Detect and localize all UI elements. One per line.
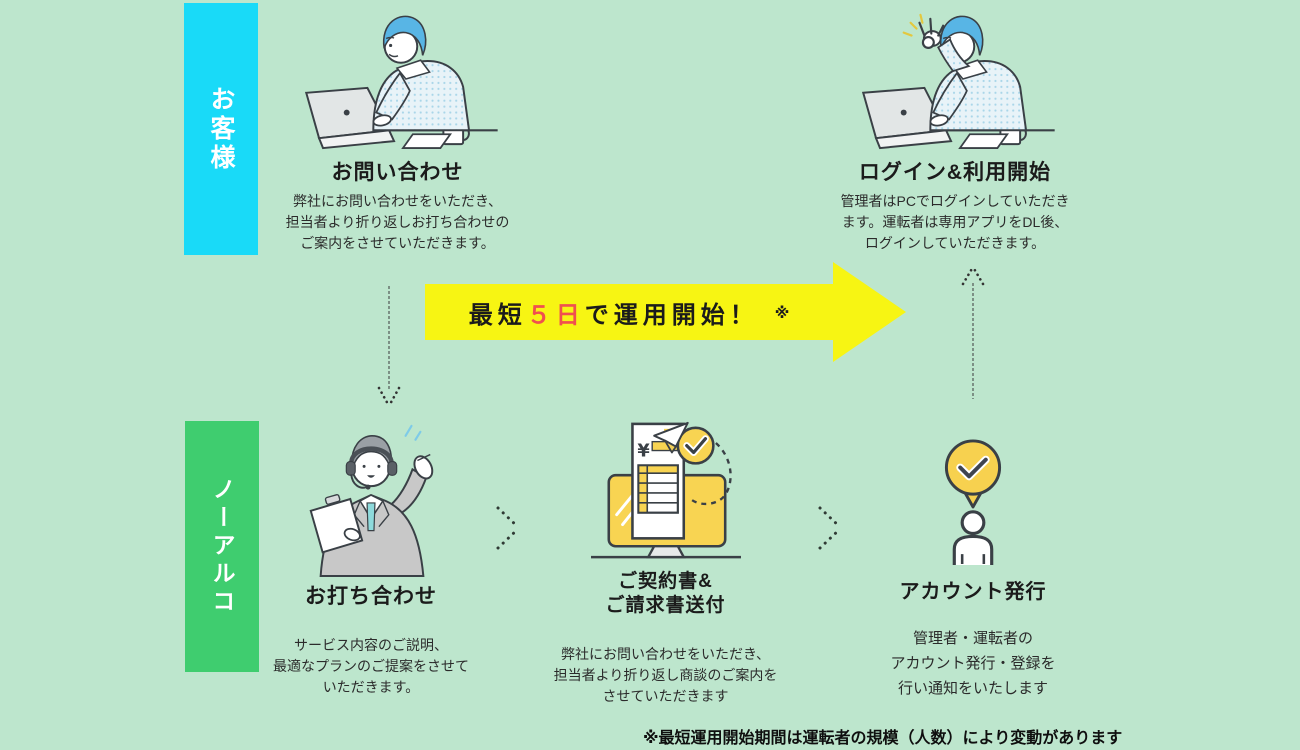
lane-noalco-label: ノーアルコ — [209, 476, 235, 617]
support-agent-illustration — [309, 424, 433, 578]
step-meeting: お打ち合わせ サービス内容のご説明、 最適なプランのご提案をさせて いただきます… — [250, 420, 492, 698]
meeting-description: サービス内容のご説明、 最適なプランのご提案をさせて いただきます。 — [273, 635, 469, 698]
meeting-title: お打ち合わせ — [305, 585, 437, 608]
inquiry-description: 弊社にお問い合わせをいただき、 担当者より折り返しお打ち合わせの ご案内をさせて… — [286, 191, 510, 254]
login-title: ログイン&利用開始 — [858, 161, 1052, 184]
contract-invoice-illustration: ¥ — [590, 421, 741, 559]
flow-arrow-down-icon — [377, 286, 401, 408]
account-desc-line: 管理者・運転者の — [912, 630, 1033, 647]
lane-customer: お客様 — [184, 3, 258, 255]
meeting-desc-line: 最適なプランのご提案をさせて — [273, 658, 469, 675]
step-contract: ¥ ご契約書& ご請求書送付 弊社にお問い合わせをいただき、 担当者より折り返し… — [543, 416, 788, 707]
contract-description: 弊社にお問い合わせをいただき、 担当者より折り返し商談のご案内を させていただき… — [554, 644, 778, 707]
inquiry-title: お問い合わせ — [331, 161, 464, 184]
person-ok-sign-illustration — [861, 13, 1055, 150]
banner-suffix: で運用開始！ — [584, 302, 759, 329]
contract-desc-line: させていただきます — [602, 688, 729, 704]
login-desc-line: 管理者はPCでログインしていただき — [840, 193, 1070, 210]
banner-prefix: 最短 — [468, 302, 527, 329]
step-inquiry: お問い合わせ 弊社にお問い合わせをいただき、 担当者より折り返しお打ち合わせの … — [270, 4, 525, 254]
contract-desc-line: 弊社にお問い合わせをいただき、 — [560, 646, 770, 662]
inquiry-desc-line: 弊社にお問い合わせをいただき、 — [292, 193, 502, 210]
contract-desc-line: 担当者より折り返し商談のご案内を — [553, 667, 778, 683]
step-login: ログイン&利用開始 管理者はPCでログインしていただき ます。運転者は専用アプリ… — [810, 2, 1100, 254]
lane-customer-label: お客様 — [207, 85, 235, 173]
account-desc-line: アカウント発行・登録を — [890, 655, 1056, 672]
banner-highlight: ５日 — [526, 302, 585, 329]
footnote: ※最短運用開始期間は運転者の規模（人数）により変動があります — [643, 730, 1123, 747]
lane-noalco: ノーアルコ — [185, 421, 259, 672]
contract-title-line: ご請求書送付 — [605, 595, 726, 616]
chevron-right-icon — [496, 506, 520, 550]
banner-note-mark: ※ — [774, 304, 790, 322]
inquiry-desc-line: ご案内をさせていただきます。 — [300, 235, 495, 252]
flow-arrow-up-icon — [961, 265, 985, 399]
meeting-desc-line: いただきます。 — [322, 679, 420, 696]
account-issue-icon — [944, 439, 1002, 566]
chevron-right-icon — [818, 506, 842, 550]
account-description: 管理者・運転者の アカウント発行・登録を 行い通知をいたします — [890, 626, 1055, 701]
svg-text:¥: ¥ — [637, 441, 650, 461]
right-arrow-shape — [425, 262, 906, 362]
contract-title-line: ご契約書& — [618, 571, 713, 592]
meeting-desc-line: サービス内容のご説明、 — [294, 637, 448, 654]
step-account: アカウント発行 管理者・運転者の アカウント発行・登録を 行い通知をいたします — [848, 438, 1098, 701]
person-typing-illustration — [304, 15, 498, 150]
account-desc-line: 行い通知をいたします — [897, 680, 1048, 697]
account-title: アカウント発行 — [899, 581, 1047, 603]
inquiry-desc-line: 担当者より折り返しお打ち合わせの — [285, 214, 510, 231]
contract-title: ご契約書& ご請求書送付 — [605, 570, 725, 618]
login-desc-line: ログインしていただきます。 — [864, 235, 1046, 252]
login-description: 管理者はPCでログインしていただき ます。運転者は専用アプリをDL後、 ログイン… — [840, 191, 1069, 254]
login-desc-line: ます。運転者は専用アプリをDL後、 — [841, 214, 1069, 231]
